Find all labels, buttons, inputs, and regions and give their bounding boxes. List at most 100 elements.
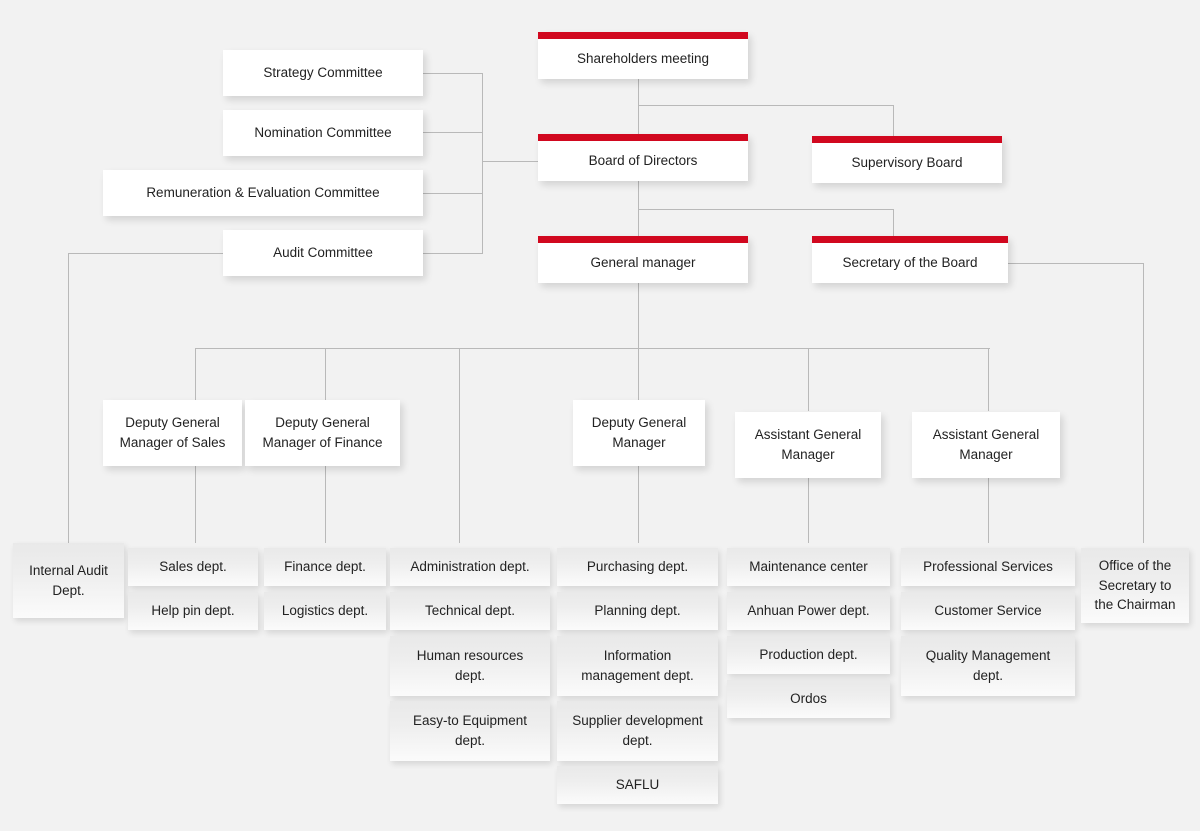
node-label: Quality Management dept. xyxy=(925,648,1051,683)
connector-internal-audit-down xyxy=(68,253,69,543)
node-label: Anhuan Power dept. xyxy=(747,603,870,619)
node-logistics-dept[interactable]: Logistics dept. xyxy=(264,592,386,630)
node-label: SAFLU xyxy=(615,777,660,793)
node-production-dept[interactable]: Production dept. xyxy=(727,636,890,674)
node-customer-service[interactable]: Customer Service xyxy=(901,592,1075,630)
connector-strategy-committee xyxy=(423,73,483,74)
node-label: Technical dept. xyxy=(424,603,516,619)
node-label: Ordos xyxy=(790,691,827,707)
node-office-of-secretary-to-chairman[interactable]: Office of the Secretary to the Chairman xyxy=(1081,548,1189,623)
node-planning-dept[interactable]: Planning dept. xyxy=(557,592,718,630)
node-label: Sales dept. xyxy=(159,559,227,575)
node-label: Office of the Secretary to the Chairman xyxy=(1094,558,1176,613)
node-ordos[interactable]: Ordos xyxy=(727,680,890,718)
node-label: Deputy General Manager of Sales xyxy=(119,415,226,450)
node-human-resources-dept[interactable]: Human resources dept. xyxy=(390,636,550,696)
node-label: Supervisory Board xyxy=(851,155,963,171)
node-purchasing-dept[interactable]: Purchasing dept. xyxy=(557,548,718,586)
node-label: Remuneration & Evaluation Committee xyxy=(146,185,380,201)
node-nomination-committee[interactable]: Nomination Committee xyxy=(223,110,423,156)
node-internal-audit-dept[interactable]: Internal Audit Dept. xyxy=(13,543,124,618)
connector-to-assistant-2 xyxy=(988,348,989,411)
node-label: Easy-to Equipment dept. xyxy=(412,713,528,748)
node-professional-services[interactable]: Professional Services xyxy=(901,548,1075,586)
node-label: Help pin dept. xyxy=(151,603,235,619)
node-label: Purchasing dept. xyxy=(586,559,689,575)
node-secretary-of-the-board[interactable]: Secretary of the Board xyxy=(812,236,1008,283)
connector-board-to-committee-spine xyxy=(482,161,542,162)
node-quality-management-dept[interactable]: Quality Management dept. xyxy=(901,636,1075,696)
node-label: Assistant General Manager xyxy=(754,427,862,462)
node-shareholders-meeting[interactable]: Shareholders meeting xyxy=(538,32,748,79)
node-sales-dept[interactable]: Sales dept. xyxy=(128,548,258,586)
connector-audit-committee xyxy=(423,253,483,254)
connector-supervisory-down xyxy=(893,105,894,141)
node-help-pin-dept[interactable]: Help pin dept. xyxy=(128,592,258,630)
connector-nomination-committee xyxy=(423,132,483,133)
node-assistant-general-manager-2[interactable]: Assistant General Manager xyxy=(912,412,1060,478)
node-label: Supplier development dept. xyxy=(572,713,703,748)
node-deputy-general-manager[interactable]: Deputy General Manager xyxy=(573,400,705,466)
node-anhuan-power-dept[interactable]: Anhuan Power dept. xyxy=(727,592,890,630)
node-technical-dept[interactable]: Technical dept. xyxy=(390,592,550,630)
manager-distribution-bar xyxy=(195,348,990,349)
connector-assistant2-to-depts xyxy=(988,478,989,543)
connector-chairman-office-down xyxy=(1143,263,1144,543)
node-label: Human resources dept. xyxy=(416,648,524,683)
node-label: Logistics dept. xyxy=(281,603,369,619)
node-finance-dept[interactable]: Finance dept. xyxy=(264,548,386,586)
connector-to-deputy-general-2 xyxy=(638,348,639,400)
node-deputy-general-manager-of-finance[interactable]: Deputy General Manager of Finance xyxy=(245,400,400,466)
node-label: Customer Service xyxy=(934,603,1042,619)
connector-board-down xyxy=(638,181,639,243)
connector-secretary-down xyxy=(893,209,894,243)
node-label: Administration dept. xyxy=(410,559,530,575)
connector-assistant1-to-depts xyxy=(808,478,809,543)
connector-remuneration-committee xyxy=(423,193,483,194)
node-label: Board of Directors xyxy=(588,153,698,169)
connector-general-manager-down xyxy=(638,283,639,348)
node-label: Professional Services xyxy=(923,559,1053,575)
node-label: Deputy General Manager xyxy=(591,415,687,450)
node-maintenance-center[interactable]: Maintenance center xyxy=(727,548,890,586)
node-audit-committee[interactable]: Audit Committee xyxy=(223,230,423,276)
connector-secretary-to-chairman-office xyxy=(1008,263,1144,264)
node-supervisory-board[interactable]: Supervisory Board xyxy=(812,136,1002,183)
node-general-manager[interactable]: General manager xyxy=(538,236,748,283)
node-label: Audit Committee xyxy=(273,245,373,261)
node-label: General manager xyxy=(590,255,696,271)
connector-to-deputy-finance xyxy=(325,348,326,400)
node-label: Deputy General Manager of Finance xyxy=(262,415,383,450)
committee-spine xyxy=(482,73,483,253)
connector-finance-to-depts xyxy=(325,466,326,543)
node-label: Information management dept. xyxy=(581,648,694,683)
connector-deputy-general-to-depts xyxy=(638,466,639,543)
connector-shareholders-to-supervisory xyxy=(638,105,894,106)
node-saflu[interactable]: SAFLU xyxy=(557,766,718,804)
connector-to-assistant-1 xyxy=(808,348,809,411)
node-label: Shareholders meeting xyxy=(576,51,710,67)
node-administration-dept[interactable]: Administration dept. xyxy=(390,548,550,586)
connector-to-deputy-sales xyxy=(195,348,196,400)
connector-shareholders-down xyxy=(638,79,639,141)
connector-to-deputy-general xyxy=(459,348,460,543)
node-label: Planning dept. xyxy=(594,603,681,619)
node-easy-to-equipment-dept[interactable]: Easy-to Equipment dept. xyxy=(390,701,550,761)
node-label: Production dept. xyxy=(759,647,858,663)
node-supplier-development-dept[interactable]: Supplier development dept. xyxy=(557,701,718,761)
node-information-management-dept[interactable]: Information management dept. xyxy=(557,636,718,696)
node-deputy-general-manager-of-sales[interactable]: Deputy General Manager of Sales xyxy=(103,400,242,466)
node-label: Secretary of the Board xyxy=(842,255,978,271)
node-assistant-general-manager-1[interactable]: Assistant General Manager xyxy=(735,412,881,478)
node-label: Finance dept. xyxy=(284,559,366,575)
node-label: Assistant General Manager xyxy=(932,427,1040,462)
node-strategy-committee[interactable]: Strategy Committee xyxy=(223,50,423,96)
connector-board-to-secretary xyxy=(638,209,894,210)
node-remuneration-evaluation-committee[interactable]: Remuneration & Evaluation Committee xyxy=(103,170,423,216)
node-label: Maintenance center xyxy=(749,559,868,575)
connector-audit-to-internal-audit xyxy=(68,253,224,254)
connector-sales-to-depts xyxy=(195,466,196,543)
node-label: Internal Audit Dept. xyxy=(29,562,108,598)
node-board-of-directors[interactable]: Board of Directors xyxy=(538,134,748,181)
